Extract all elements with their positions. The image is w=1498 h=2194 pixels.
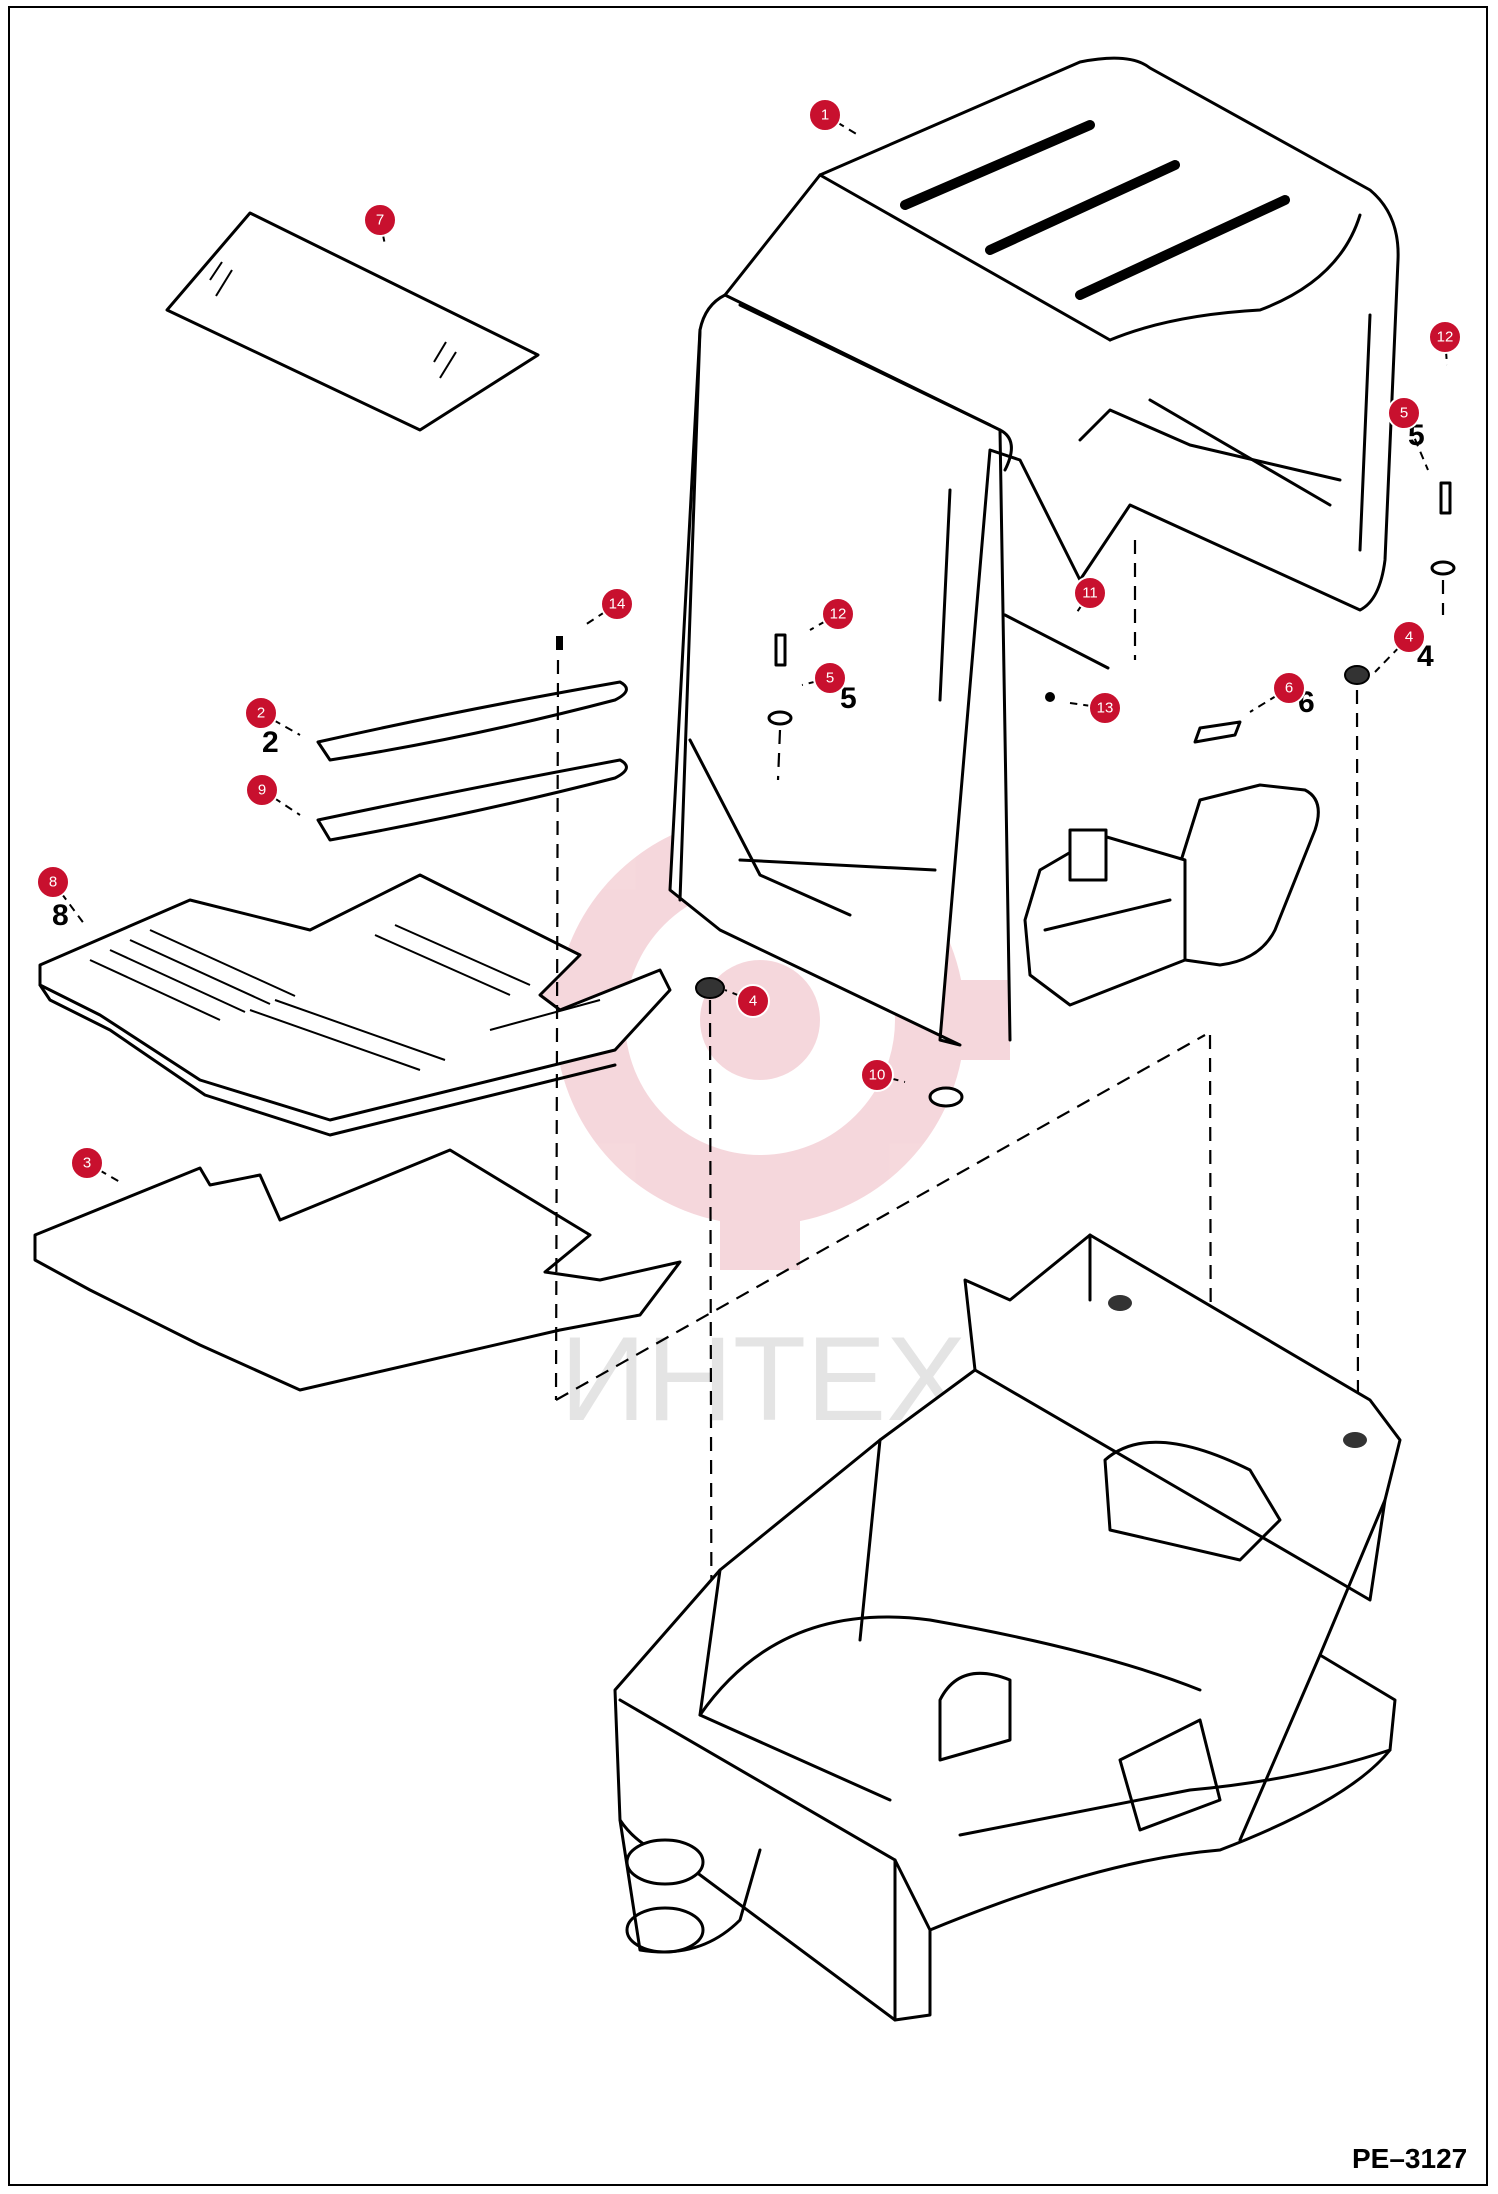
callout-marker-13: 13 (1088, 691, 1122, 725)
callout-number: 10 (869, 1067, 886, 1084)
callout-number: 3 (83, 1155, 91, 1172)
callout-number: 12 (830, 606, 847, 623)
callout-circle (1428, 320, 1462, 354)
watermark-text: ИНТЕХ (560, 1312, 966, 1446)
callout-circle (1272, 671, 1306, 705)
part-hardware (556, 481, 1456, 1108)
part-number-label: 2 (262, 726, 279, 759)
callout-marker-4a: 4 (1392, 620, 1426, 654)
callout-number: 6 (1285, 680, 1293, 697)
callout-marker-1: 1 (808, 98, 842, 132)
part-screw-13 (1045, 692, 1055, 702)
callout-circle (1088, 691, 1122, 725)
part-cab-canopy (668, 56, 1400, 1047)
callout-number: 4 (749, 993, 757, 1010)
callout-number: 1 (821, 107, 829, 124)
part-rod (1003, 613, 1110, 670)
callout-marker-6: 6 (1272, 671, 1306, 705)
part-under-mat (33, 1148, 682, 1392)
callout-circle (70, 1146, 104, 1180)
callout-number: 4 (1405, 629, 1413, 646)
callout-circle (860, 1058, 894, 1092)
callout-circle (244, 696, 278, 730)
callout-circle (1073, 576, 1107, 610)
callout-circle (808, 98, 842, 132)
callout-circle (36, 865, 70, 899)
callout-marker-3: 3 (70, 1146, 104, 1180)
callout-number: 8 (49, 874, 57, 891)
callout-circle (1392, 620, 1426, 654)
part-strip-2 (316, 680, 628, 762)
part-number-label: 5 (840, 682, 857, 715)
callout-circle (600, 587, 634, 621)
callout-marker-10: 10 (860, 1058, 894, 1092)
callout-circle (363, 203, 397, 237)
callout-number: 9 (258, 782, 266, 799)
callout-marker-11: 11 (1073, 576, 1107, 610)
callout-circle (821, 597, 855, 631)
callout-marker-12b: 12 (821, 597, 855, 631)
leader-line (52, 881, 86, 926)
callout-number: 11 (1082, 585, 1098, 602)
callout-marker-4b: 4 (736, 984, 770, 1018)
part-upper-frame (613, 1233, 1402, 2022)
part-operator-seat (1023, 720, 1320, 1007)
callout-marker-14: 14 (600, 587, 634, 621)
callout-number: 12 (1437, 329, 1454, 346)
callout-circle (736, 984, 770, 1018)
callout-circle (1387, 396, 1421, 430)
part-strip-9 (316, 758, 628, 842)
callout-marker-7: 7 (363, 203, 397, 237)
part-number-label: 8 (52, 899, 69, 932)
leader-line (1403, 412, 1429, 471)
callout-marker-5a: 5 (1387, 396, 1421, 430)
callout-number: 5 (826, 670, 834, 687)
callout-marker-5b: 5 (813, 661, 847, 695)
callout-circle (813, 661, 847, 695)
callout-circle (245, 773, 279, 807)
part-floor-mat (38, 873, 672, 1137)
drawing-code: PE–3127 (1352, 2143, 1467, 2174)
callout-number: 7 (376, 212, 384, 229)
part-glass-panel (165, 211, 540, 432)
callout-number: 5 (1400, 405, 1408, 422)
callout-marker-2: 2 (244, 696, 278, 730)
callout-marker-8: 8 (36, 865, 70, 899)
callout-marker-9: 9 (245, 773, 279, 807)
callout-marker-12a: 12 (1428, 320, 1462, 354)
callout-number: 14 (609, 596, 626, 613)
callout-number: 2 (257, 705, 265, 722)
callout-markers: 1 7 12 5 11 14 12 4 5 6 13 2 9 8 4 10 3 (36, 98, 1462, 1180)
callout-number: 13 (1097, 700, 1114, 717)
